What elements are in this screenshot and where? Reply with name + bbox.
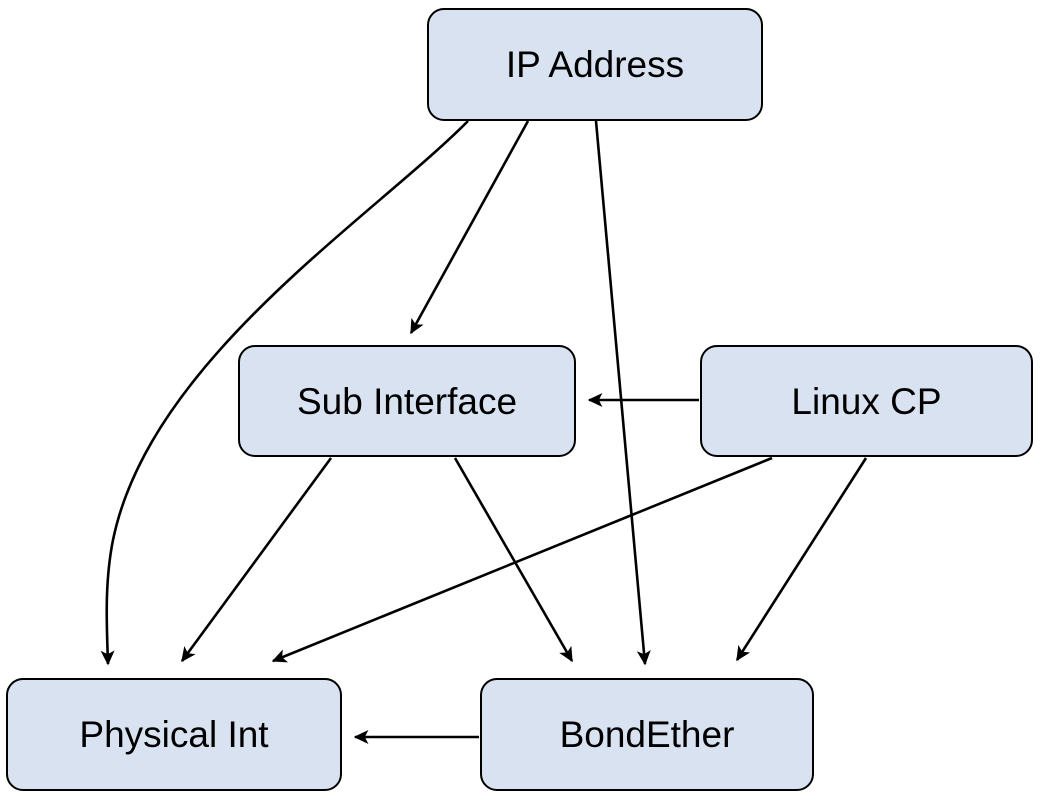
edge-ip-address-to-physical-int [100,120,469,666]
edge-sub-interface-to-physical-int [180,457,333,663]
node-label-ip-address: IP Address [505,44,685,85]
edge-ip-address-to-sub-interface [409,120,530,335]
node-label-sub-interface: Sub Interface [296,380,518,422]
node-sub-interface[interactable]: Sub Interface [238,345,576,457]
node-physical-int[interactable]: Physical Int [6,678,342,791]
node-ip-address[interactable]: IP Address [427,8,763,121]
edge-sub-interface-to-bondether [453,457,574,663]
edge-ip-address-to-bondether [594,120,651,666]
node-label-physical-int: Physical Int [79,714,269,755]
edge-linux-cp-to-physical-int [271,456,773,663]
node-label-linux-cp: Linux CP [791,380,942,422]
node-label-bondether: BondEther [559,714,735,755]
edge-linux-cp-to-bondether [735,457,868,662]
node-bondether[interactable]: BondEther [480,678,814,791]
node-linux-cp[interactable]: Linux CP [700,345,1033,457]
